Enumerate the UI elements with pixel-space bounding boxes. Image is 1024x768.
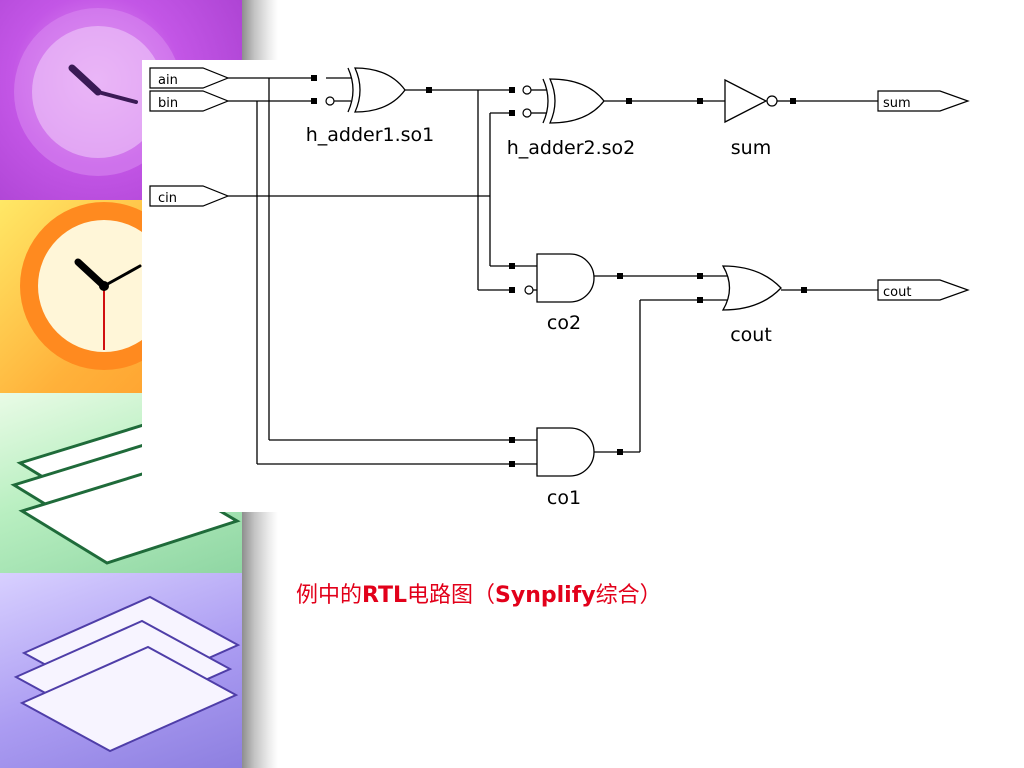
gate-label-h-adder1: h_adder1.so1: [306, 124, 435, 146]
books-icon: [13, 595, 241, 753]
caption-part-5: 综合）: [595, 583, 662, 608]
pin-markers: [311, 75, 807, 467]
caption-part-3: 电路图（: [407, 583, 496, 608]
port-label-cin: cin: [158, 191, 177, 206]
wires: [228, 77, 878, 465]
xnor-gate-h-adder1: h_adder1.so1: [306, 67, 435, 146]
xnor-gate-h-adder2: h_adder2.so2: [507, 78, 636, 159]
port-label-cout: cout: [883, 285, 911, 300]
rtl-schematic: ain bin cin sum cout h_adder1.so1: [149, 67, 970, 509]
clock-icon: [14, 8, 182, 176]
rtl-schematic-panel: ain bin cin sum cout h_adder1.so1: [142, 60, 1000, 512]
input-port-cin: cin: [149, 185, 230, 207]
input-port-ain: ain: [149, 67, 230, 89]
and-gate-co1: co1: [512, 427, 595, 509]
port-label-bin: bin: [158, 96, 178, 111]
gate-label-sum: sum: [731, 137, 771, 159]
caption: 例中的RTL电路图（Synplify综合）: [296, 578, 662, 614]
caption-part-4: Synplify: [495, 583, 596, 608]
port-label-sum: sum: [883, 96, 911, 111]
and-gate-co2: co2: [512, 253, 595, 334]
or-gate-cout: cout: [700, 265, 782, 346]
gate-label-h-adder2: h_adder2.so2: [507, 137, 636, 159]
inverter-gate-sum: sum: [724, 78, 790, 159]
caption-part-1: 例中的: [296, 583, 363, 608]
output-port-cout: cout: [877, 279, 970, 301]
input-port-bin: bin: [149, 90, 230, 112]
gate-label-cout: cout: [730, 324, 772, 346]
purple-books-tile: [0, 573, 242, 768]
port-label-ain: ain: [158, 73, 178, 88]
gate-label-co1: co1: [547, 487, 581, 509]
gate-label-co2: co2: [547, 312, 581, 334]
output-port-sum: sum: [877, 90, 970, 112]
caption-part-2: RTL: [362, 583, 407, 608]
